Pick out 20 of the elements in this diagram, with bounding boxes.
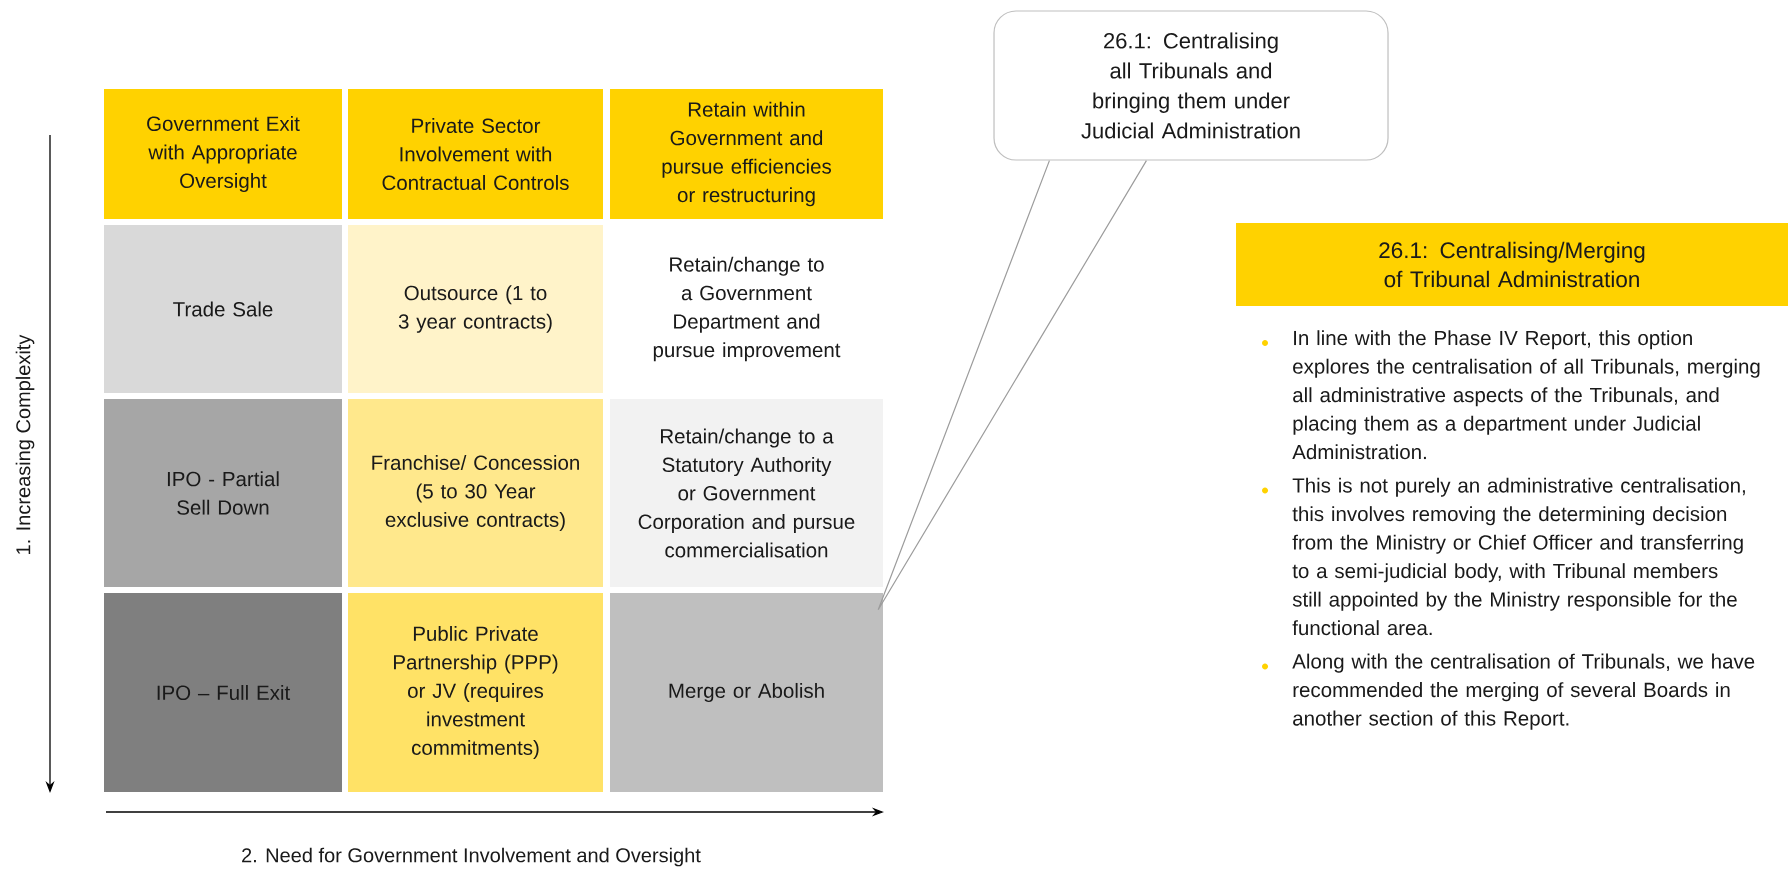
option-cell: IPO – Full Exit xyxy=(104,593,342,792)
column-header: Private Sector Involvement with Contractual Controls xyxy=(348,89,603,219)
callout-tail xyxy=(877,160,1147,611)
option-cell: Trade Sale xyxy=(104,225,342,393)
option-cell: IPO - Partial Sell Down xyxy=(104,399,342,587)
section-header: 26.1: Centralising/Merging of Tribunal Administration xyxy=(1236,223,1788,306)
option-cell: Franchise/ Concession (5 to 30 Year exclusive contracts) xyxy=(348,399,603,587)
option-cell: Retain/change to a Statutory Authority or Government Corporation and pursue commercialisation xyxy=(610,399,883,587)
axis-label: 2. Need for Government Involvement and Oversight xyxy=(242,847,701,867)
bullet-text: Along with the centralisation of Tribunals, we have recommended the merging of several Boards in another section of this Report. xyxy=(1292,653,1755,730)
column-header: Retain within Government and pursue efficiencies or restructuring xyxy=(610,89,883,219)
speech-bubble: 26.1: Centralising all Tribunals and bringing them under Judicial Administration xyxy=(993,10,1389,161)
option-cell: Retain/change to a Government Department and pursue improvement xyxy=(610,225,883,393)
column-header: Government Exit with Appropriate Oversight xyxy=(104,89,342,219)
option-cell: Public Private Partnership (PPP) or JV (requires investment commitments) xyxy=(348,593,603,792)
bullet-text: In line with the Phase IV Report, this option explores the centralisation of all Tribunals, merging all administrative aspects of the Tribunals, and placing them as a department under Judicial Administration. xyxy=(1292,330,1760,460)
option-cell: Merge or Abolish xyxy=(610,593,883,792)
option-cell: Outsource (1 to 3 year contracts) xyxy=(348,225,603,393)
bullet-text: This is not purely an administrative centralisation, this involves removing the determining decision from the Ministry or Chief Officer and transferring to a semi-judicial body, with Tribunal members still appointed by the Ministry responsible for the functional area. xyxy=(1292,477,1745,636)
axis-label: 1. Increasing Complexity xyxy=(15,334,35,554)
